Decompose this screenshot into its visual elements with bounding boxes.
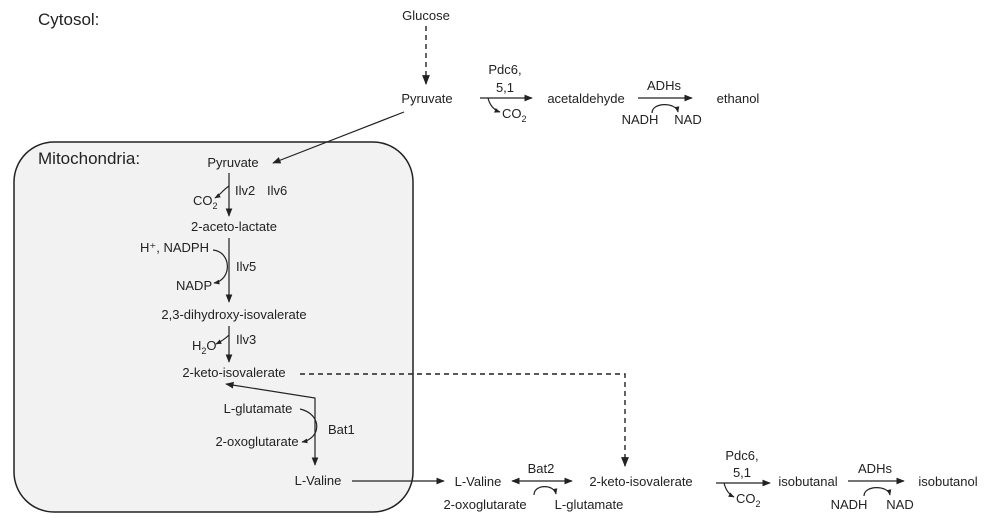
dihydroxy-isovalerate-label: 2,3-dihydroxy-isovalerate bbox=[161, 307, 306, 322]
mitochondria-compartment bbox=[13, 141, 414, 513]
ethanol-label: ethanol bbox=[717, 91, 760, 106]
mito-co2-release-arrow bbox=[214, 185, 230, 199]
bottom-lvaline-label: L-Valine bbox=[455, 474, 502, 489]
cytosol-adhs-label: ADHs bbox=[647, 78, 681, 93]
bat1-reversible-arrow bbox=[225, 381, 319, 466]
bottom-ketoisovalerate-label: 2-keto-isovalerate bbox=[589, 474, 692, 489]
cytosol-pdc-label-2: 5,1 bbox=[496, 80, 514, 95]
bottom-lglutamate-label: L-glutamate bbox=[555, 497, 624, 512]
cytosol-pdc-label-1: Pdc6, bbox=[488, 62, 521, 77]
bottom-oxoglutarate-label: 2-oxoglutarate bbox=[443, 497, 526, 512]
bat1-label: Bat1 bbox=[328, 422, 355, 437]
mito-co2-label: CO2 bbox=[193, 193, 218, 211]
nadph-cofactor-arrow bbox=[212, 249, 228, 285]
nadp-label: NADP bbox=[176, 278, 212, 293]
h2o-release-arrow bbox=[215, 334, 230, 345]
ketoisovalerate-export-arrow bbox=[300, 373, 629, 467]
bottom-nad-label: NAD bbox=[886, 497, 913, 512]
cytosol-pyruvate-label: Pyruvate bbox=[401, 91, 452, 106]
bottom-co2-release-arrow bbox=[723, 482, 735, 498]
mitochondria-label: Mitochondria: bbox=[38, 149, 140, 168]
bottom-adhs-label: ADHs bbox=[858, 461, 892, 476]
ilv5-label: Ilv5 bbox=[236, 259, 256, 274]
pyruvate-transport-arrow bbox=[272, 111, 405, 164]
mito-lvaline-label: L-Valine bbox=[295, 473, 342, 488]
isobutanal-label: isobutanal bbox=[778, 474, 837, 489]
acetaldehyde-label: acetaldehyde bbox=[547, 91, 624, 106]
cytosol-label: Cytosol: bbox=[38, 10, 99, 29]
mito-glutamate-cofactor-arrow bbox=[299, 408, 318, 444]
cytosol-nadh-label: NADH bbox=[622, 112, 659, 127]
cytosol-co2-release-arrow bbox=[487, 97, 501, 113]
h2o-label: H2O bbox=[192, 338, 217, 356]
acetolactate-label: 2-aceto-lactate bbox=[191, 219, 277, 234]
bottom-pdc-label-2: 5,1 bbox=[733, 465, 751, 480]
h-nadph-label: H⁺, NADPH bbox=[140, 240, 209, 255]
ilv6-label: Ilv6 bbox=[267, 183, 287, 198]
glucose-label: Glucose bbox=[402, 8, 450, 23]
ilv3-label: Ilv3 bbox=[236, 332, 256, 347]
ilv2-label: Ilv2 bbox=[235, 183, 255, 198]
isobutanol-label: isobutanol bbox=[918, 474, 977, 489]
bottom-nadh-nad-arrow bbox=[863, 487, 892, 497]
bottom-co2-label: CO2 bbox=[736, 491, 761, 509]
mito-ketoisovalerate-label: 2-keto-isovalerate bbox=[182, 365, 285, 380]
mito-lglutamate-label: L-glutamate bbox=[224, 401, 293, 416]
cytosol-co2-label: CO2 bbox=[502, 106, 527, 124]
cytosol-nadh-nad-arrow bbox=[651, 104, 680, 114]
cytosol-nad-label: NAD bbox=[674, 112, 701, 127]
mito-pyruvate-label: Pyruvate bbox=[207, 155, 258, 170]
bottom-pdc-label-1: Pdc6, bbox=[725, 448, 758, 463]
mito-oxoglutarate-label: 2-oxoglutarate bbox=[215, 434, 298, 449]
bat2-label: Bat2 bbox=[528, 461, 555, 476]
bat2-cofactor-arrow bbox=[533, 486, 558, 496]
bottom-nadh-label: NADH bbox=[831, 497, 868, 512]
